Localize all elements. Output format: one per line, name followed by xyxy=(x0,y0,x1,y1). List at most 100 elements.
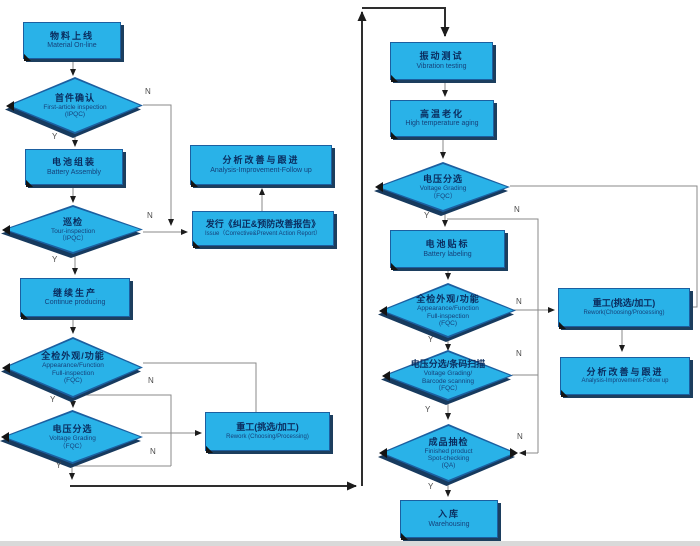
branch-label-no: N xyxy=(516,349,522,358)
node-label-zh: 物料上线 xyxy=(49,30,94,41)
node-label-en: Rework (Choosing/Processing) xyxy=(226,433,309,440)
node-label-en: Appearance/Function xyxy=(417,305,479,313)
node-battery-assembly: 电池组装 Battery Assembly xyxy=(18,149,123,195)
node-label-en: Material On-line xyxy=(47,42,97,50)
node-warehousing: 入库 Warehousing xyxy=(393,500,498,546)
branch-label-yes: Y xyxy=(424,211,430,220)
node-label-zh: 全检外观/功能 xyxy=(416,294,480,305)
corner-arrow-icon xyxy=(0,224,10,235)
node-issue-report: 发行《纠正&预防改善报告》 Issue（Corrective&Prevent A… xyxy=(185,211,334,256)
node-label-zh: 分析改善与跟进 xyxy=(222,155,300,166)
node-label-en: Voltage Grading xyxy=(49,435,96,443)
node-label-en: Battery labeling xyxy=(423,250,472,258)
node-label-zh: 发行《纠正&预防改善报告》 xyxy=(205,219,321,230)
corner-arrow-icon xyxy=(1,100,14,111)
branch-label-yes: Y xyxy=(428,482,434,491)
edge-feedback-left xyxy=(75,394,172,466)
node-label-en: Appearance/Function xyxy=(42,362,104,370)
corner-arrow-icon xyxy=(510,448,523,458)
node-label-zh: 继续生产 xyxy=(52,287,97,298)
node-label-en: （FQC） xyxy=(59,442,86,450)
branch-label-yes: Y xyxy=(52,132,58,141)
node-analysis-right: 分析改善与跟进 Analysis-Improvement-Follow up xyxy=(553,357,690,405)
node-label-en: Warehousing xyxy=(428,520,470,528)
corner-arrow-icon xyxy=(0,432,9,442)
branch-label-no: N xyxy=(150,447,156,456)
node-label-en: (FQC) xyxy=(438,319,458,327)
node-label-en: (FQC) xyxy=(63,376,83,384)
node-label-en: Vibration testing xyxy=(416,62,467,70)
node-label-zh: 重工(挑选/加工) xyxy=(236,422,299,433)
node-label-en: Analysis-Improvement-Follow up xyxy=(581,378,669,385)
node-rework-right: 重工(挑选/加工) Rework(Choosing/Processing) xyxy=(551,288,690,337)
corner-arrow-icon xyxy=(0,362,10,373)
node-label-zh: 电池贴标 xyxy=(425,239,470,250)
node-rework-left: 重工(挑选/加工) Rework (Choosing/Processing) xyxy=(198,412,330,461)
node-high-temp-aging: 高温老化 High temperature aging xyxy=(383,100,494,147)
node-label-en: (QA) xyxy=(441,462,456,470)
node-label-zh: 分析改善与跟进 xyxy=(586,366,664,377)
node-battery-labeling: 电池贴标 Battery labeling xyxy=(383,230,505,278)
node-label-zh: 入库 xyxy=(437,509,460,520)
node-label-zh: 全检外观/功能 xyxy=(41,351,105,362)
node-label-en: （IPQC） xyxy=(58,235,88,243)
corner-arrow-icon xyxy=(374,448,387,458)
node-label-en: Spot-checking xyxy=(427,455,470,463)
node-analysis-left: 分析改善与跟进 Analysis-Improvement-Follow up xyxy=(183,145,332,195)
node-label-en: Issue（Corrective&Prevent Action Report） xyxy=(204,230,322,237)
node-label-en: Full-inspection xyxy=(52,369,94,377)
node-tour-inspection: 巡检 Tour-inspection （IPQC） xyxy=(0,205,143,258)
node-label-zh: 成品抽检 xyxy=(428,436,469,447)
node-label-zh: 电池组装 xyxy=(51,157,96,168)
node-full-inspection-left: 全检外观/功能 Appearance/Function Full-inspect… xyxy=(0,337,143,402)
node-label-en: Continue producing xyxy=(44,299,106,307)
node-first-article-inspection: 首件确认 First-article inspection (IPQC) xyxy=(5,77,143,138)
node-label-en: Rework(Choosing/Processing) xyxy=(583,309,665,316)
branch-label-yes: Y xyxy=(52,255,58,264)
node-label-zh: 电压分选 xyxy=(422,174,463,185)
edge-long-loop-to-vibration xyxy=(362,7,450,37)
corner-arrow-icon xyxy=(374,305,387,316)
branch-label-no: N xyxy=(148,376,154,385)
node-label-zh: 高温老化 xyxy=(419,108,464,119)
node-material-online: 物料上线 Material On-line xyxy=(16,22,121,69)
node-label-en: (IPQC) xyxy=(64,111,86,119)
node-label-en: （FQC） xyxy=(434,384,462,392)
node-label-en: （FQC） xyxy=(429,192,457,200)
branch-label-no: N xyxy=(516,297,522,306)
node-label-en: Voltage Grading xyxy=(419,185,467,193)
node-label-en: Barcode scanning xyxy=(421,377,475,385)
branch-label-no: N xyxy=(514,205,520,214)
node-label-en: Full-inspection xyxy=(427,312,469,320)
node-voltage-grading-left: 电压分选 Voltage Grading （FQC） xyxy=(0,410,143,468)
edge-gradingright-no-to-rework xyxy=(510,185,698,308)
node-label-zh: 巡检 xyxy=(62,216,83,227)
branch-label-yes: Y xyxy=(425,405,431,414)
node-label-zh: 电压分选/条码扫描 xyxy=(410,359,486,370)
edge-firstarticle-no xyxy=(143,104,174,226)
branch-label-yes: Y xyxy=(428,335,434,344)
node-full-inspection-right: 全检外观/功能 Appearance/Function Full-inspect… xyxy=(378,283,516,342)
branch-label-yes: Y xyxy=(50,395,56,404)
branch-label-no: N xyxy=(517,432,523,441)
node-voltage-grading-right: 电压分选 Voltage Grading （FQC） xyxy=(374,162,510,216)
bottom-strip xyxy=(0,541,700,546)
node-label-en: Voltage Grading/ xyxy=(423,370,473,378)
node-label-en: First-article inspection xyxy=(43,103,107,111)
node-label-en: Finished product xyxy=(424,447,473,455)
node-label-zh: 重工(挑选/加工) xyxy=(592,298,656,309)
node-label-zh: 首件确认 xyxy=(54,92,95,103)
node-label-zh: 振动测试 xyxy=(419,51,464,62)
node-label-en: Analysis-Improvement-Follow up xyxy=(210,166,312,174)
branch-label-no: N xyxy=(147,211,153,220)
corner-arrow-icon xyxy=(370,182,383,192)
branch-label-no: N xyxy=(145,87,151,96)
node-label-en: Battery Assembly xyxy=(46,168,102,176)
node-spot-checking: 成品抽检 Finished product Spot-checking (QA) xyxy=(378,424,518,486)
node-label-en: High temperature aging xyxy=(405,120,479,128)
corner-arrow-icon xyxy=(377,370,390,381)
node-label-en: Tour-inspection xyxy=(50,227,96,235)
node-vibration-testing: 振动测试 Vibration testing xyxy=(383,42,493,90)
